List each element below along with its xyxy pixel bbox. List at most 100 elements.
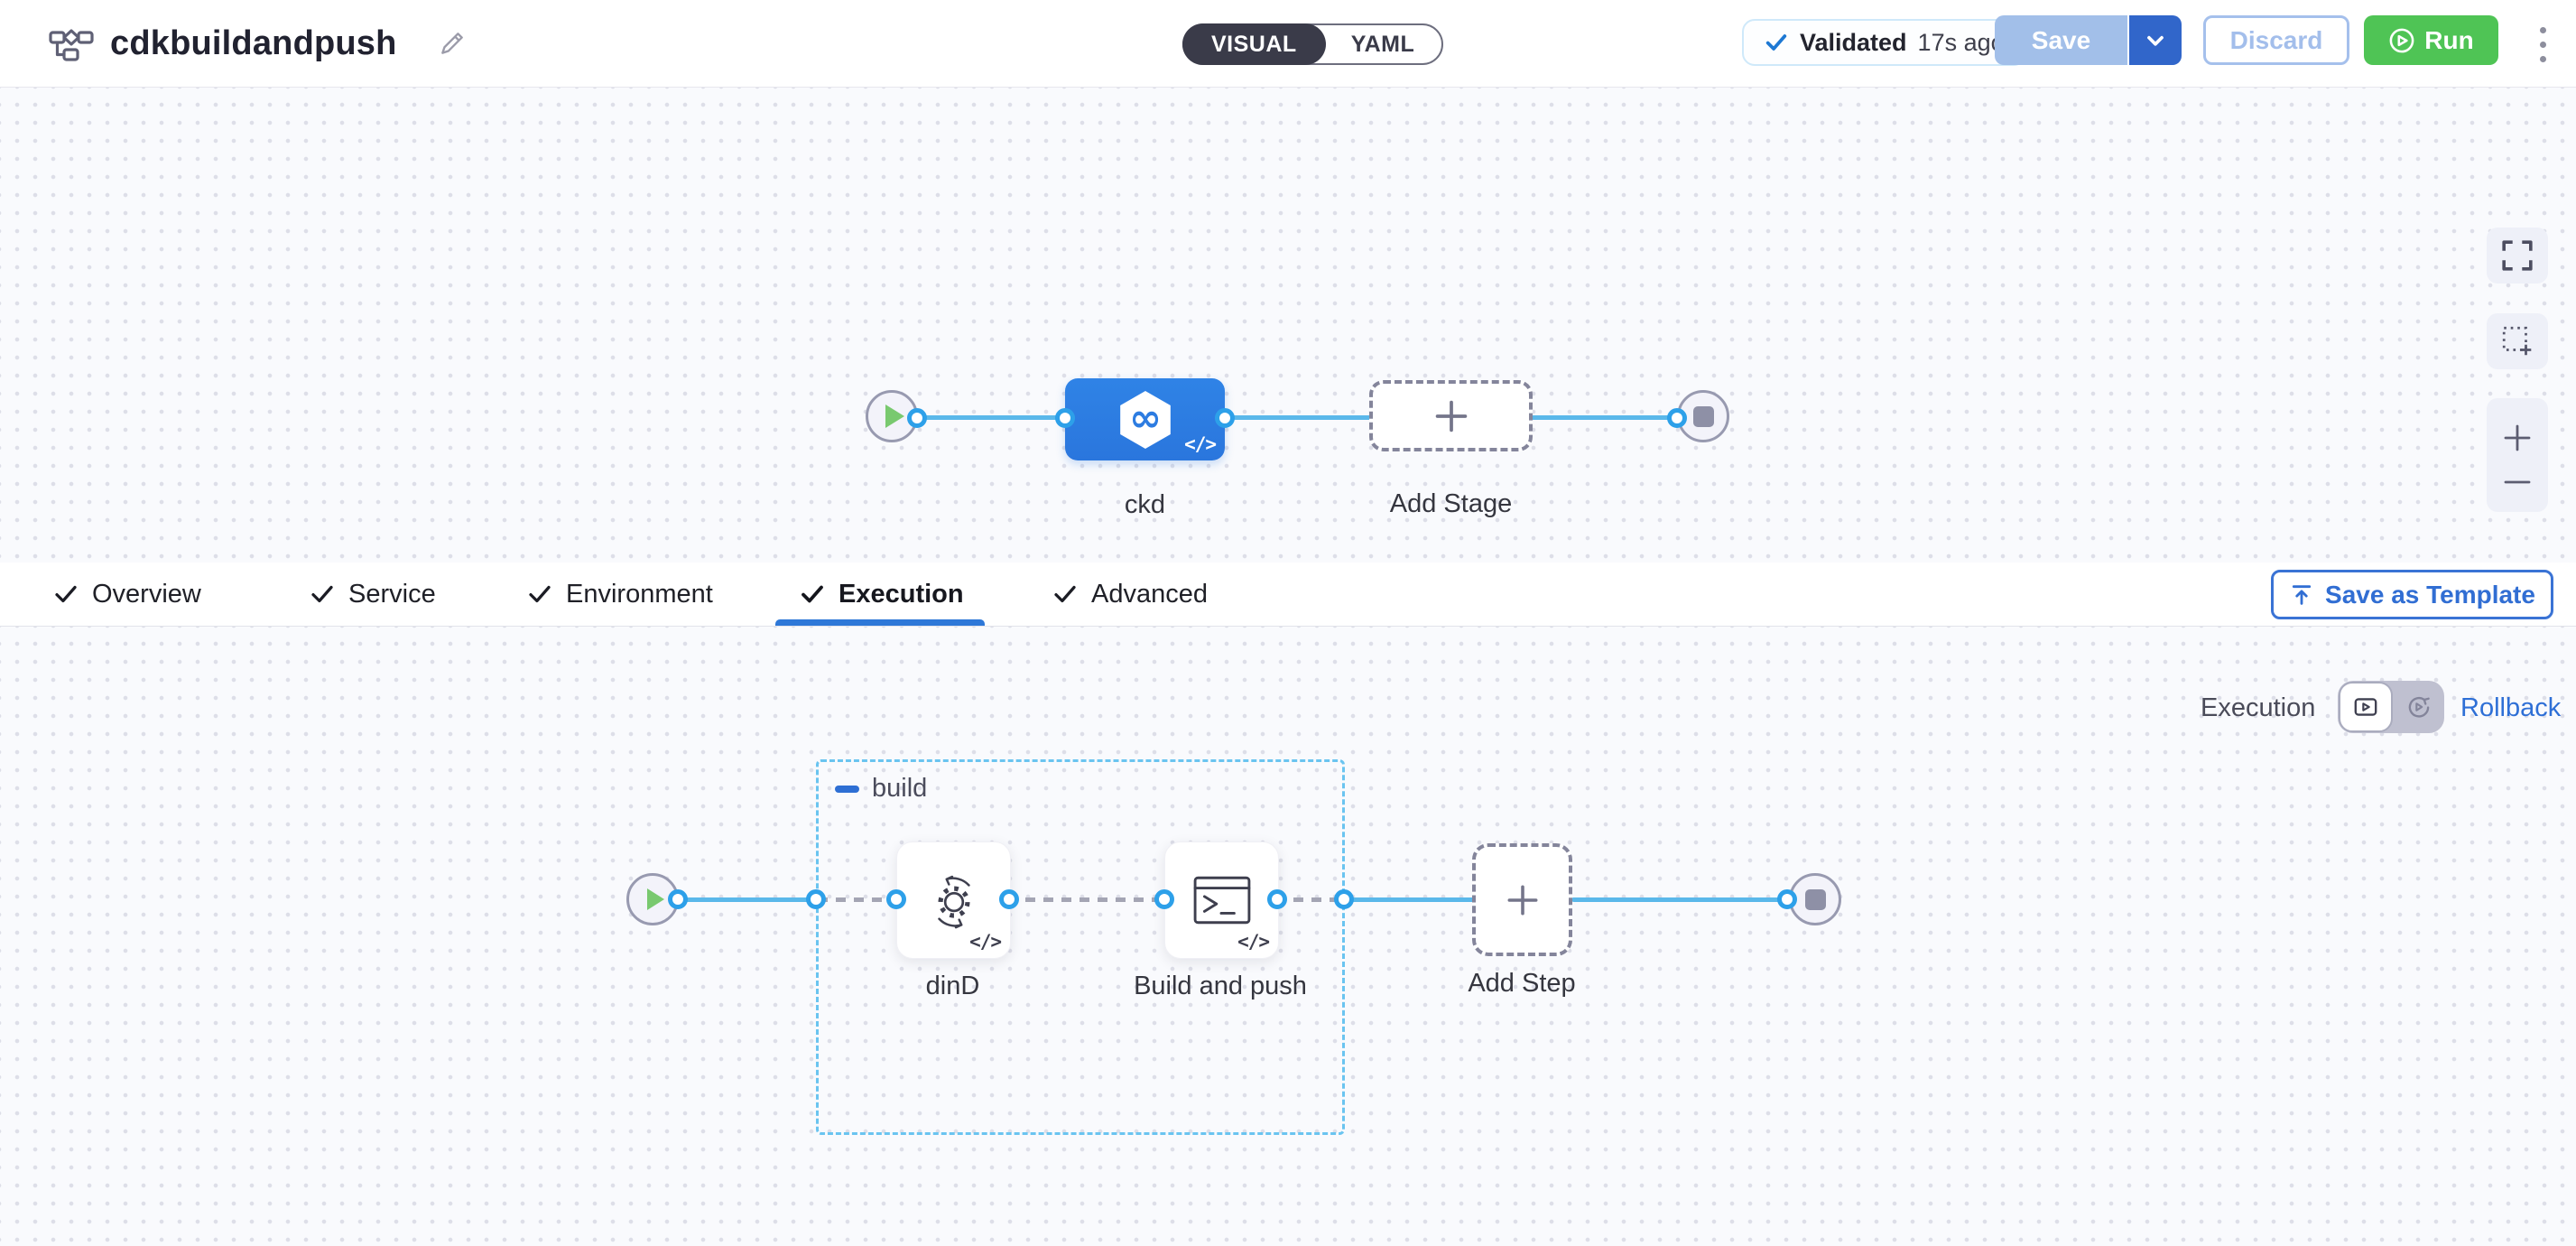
gear-sync-icon bbox=[937, 875, 970, 929]
tab-overview[interactable]: Overview bbox=[52, 563, 201, 626]
save-button[interactable]: Save bbox=[1995, 15, 2129, 65]
fullscreen-button[interactable] bbox=[2487, 228, 2548, 284]
edge-start-to-group bbox=[653, 897, 820, 902]
edge-addstage-to-end bbox=[1527, 415, 1706, 420]
save-dropdown-button[interactable] bbox=[2129, 15, 2182, 65]
save-as-template-label: Save as Template bbox=[2325, 580, 2535, 609]
port bbox=[1154, 889, 1174, 909]
port bbox=[1055, 408, 1075, 428]
toggle-execution-segment[interactable] bbox=[2339, 682, 2393, 732]
toggle-yaml[interactable]: YAML bbox=[1350, 31, 1415, 57]
upload-icon bbox=[2292, 584, 2312, 605]
selection-marquee-button[interactable] bbox=[2487, 313, 2548, 369]
marquee-select-icon bbox=[2502, 326, 2532, 356]
stage-name-label: ckd bbox=[1124, 490, 1166, 519]
rollback-link[interactable]: Rollback bbox=[2460, 693, 2562, 722]
check-icon bbox=[802, 585, 823, 603]
plus-icon bbox=[1435, 400, 1467, 432]
collapse-group-minus-icon[interactable] bbox=[835, 786, 859, 793]
check-icon bbox=[55, 585, 77, 603]
add-step-label: Add Step bbox=[1468, 969, 1576, 998]
validated-status-chip[interactable]: Validated 17s ago bbox=[1742, 19, 2026, 66]
add-stage-label: Add Stage bbox=[1389, 489, 1513, 518]
execution-rollback-toggle bbox=[2338, 681, 2444, 733]
execution-end-node bbox=[1789, 873, 1841, 925]
port bbox=[1334, 889, 1354, 909]
stop-square-icon bbox=[1804, 888, 1826, 910]
edge-buildpush-to-group bbox=[1275, 897, 1346, 902]
zoom-in-icon[interactable] bbox=[2502, 423, 2533, 453]
toggle-rollback-segment[interactable] bbox=[2394, 681, 2444, 733]
more-options-kebab-icon[interactable] bbox=[2525, 23, 2561, 65]
port bbox=[999, 889, 1019, 909]
chevron-down-icon bbox=[2147, 35, 2164, 46]
tab-label: Overview bbox=[92, 579, 201, 609]
save-split-button: Save bbox=[1995, 15, 2182, 65]
header-bar: cdkbuildandpush VISUAL YAML Validated 17… bbox=[0, 0, 2576, 88]
start-play-icon bbox=[646, 888, 664, 910]
add-step-button[interactable] bbox=[1472, 843, 1572, 956]
save-as-template-button[interactable]: Save as Template bbox=[2271, 570, 2553, 619]
pipeline-icon bbox=[49, 29, 94, 61]
step-code-badge: </> bbox=[969, 931, 1002, 953]
check-icon bbox=[1054, 585, 1076, 603]
check-icon bbox=[1765, 34, 1787, 51]
stage-tabbar: Overview Service Environment Execution A… bbox=[0, 563, 2576, 627]
tab-environment[interactable]: Environment bbox=[526, 563, 713, 626]
port bbox=[886, 889, 906, 909]
infinity-icon: ∞ bbox=[1128, 395, 1161, 441]
plus-icon bbox=[1507, 885, 1537, 915]
run-label: Run bbox=[2424, 25, 2474, 54]
tab-service[interactable]: Service bbox=[309, 563, 436, 626]
tab-label: Service bbox=[348, 579, 436, 609]
execution-canvas[interactable]: Execution Rollback build bbox=[0, 627, 2576, 1246]
edge-group-to-addstep bbox=[1344, 897, 1484, 902]
group-name-label: build bbox=[872, 774, 928, 803]
zoom-out-icon[interactable] bbox=[2502, 477, 2533, 488]
port bbox=[907, 408, 927, 428]
edge-addstep-to-end bbox=[1571, 897, 1797, 902]
toggle-visual[interactable]: VISUAL bbox=[1182, 23, 1326, 65]
pipeline-canvas[interactable]: ∞ </> ckd Add Stage bbox=[0, 88, 2576, 563]
start-play-icon bbox=[885, 404, 904, 428]
ci-stage-hexagon-icon: ∞ bbox=[1119, 390, 1171, 449]
edge-dind-to-buildpush bbox=[1007, 897, 1167, 902]
fullscreen-icon bbox=[2502, 240, 2533, 271]
check-icon bbox=[311, 585, 333, 603]
pipeline-title: cdkbuildandpush bbox=[110, 24, 397, 62]
tab-label: Environment bbox=[566, 579, 713, 609]
edge-group-to-dind bbox=[818, 897, 899, 902]
step-label-dind: dinD bbox=[925, 972, 980, 1000]
active-tab-underline bbox=[775, 619, 985, 626]
step-code-badge: </> bbox=[1237, 931, 1270, 953]
step-card-dind[interactable]: </> bbox=[896, 842, 1011, 959]
step-card-build-and-push[interactable]: </> bbox=[1164, 842, 1279, 959]
play-rect-icon bbox=[2354, 698, 2377, 716]
port bbox=[668, 889, 688, 909]
stage-group-build bbox=[816, 759, 1345, 1135]
edge-start-to-stage bbox=[894, 415, 1070, 420]
tab-advanced[interactable]: Advanced bbox=[1052, 563, 1208, 626]
step-label-build-and-push: Build and push bbox=[1134, 972, 1307, 1000]
port bbox=[1267, 889, 1287, 909]
add-stage-button[interactable] bbox=[1369, 380, 1533, 451]
play-circle-icon bbox=[2389, 28, 2414, 52]
port bbox=[1667, 408, 1687, 428]
visual-yaml-toggle: VISUAL YAML bbox=[1182, 23, 1444, 65]
edge-stage-to-addstage bbox=[1220, 415, 1374, 420]
run-button[interactable]: Run bbox=[2364, 15, 2498, 65]
stage-code-badge: </> bbox=[1184, 433, 1217, 455]
terminal-icon bbox=[1193, 876, 1250, 925]
validated-time: 17s ago bbox=[1917, 28, 2005, 56]
discard-button[interactable]: Discard bbox=[2203, 15, 2349, 65]
zoom-controls bbox=[2487, 398, 2548, 512]
edit-pencil-icon[interactable] bbox=[438, 29, 467, 58]
execution-mode-label: Execution bbox=[2201, 693, 2316, 722]
check-icon bbox=[529, 585, 551, 603]
tab-label: Execution bbox=[839, 579, 964, 609]
validated-label: Validated bbox=[1800, 28, 1907, 56]
port bbox=[1215, 408, 1235, 428]
tab-execution[interactable]: Execution bbox=[799, 563, 964, 626]
stage-node-ckd[interactable]: ∞ </> bbox=[1065, 378, 1225, 460]
